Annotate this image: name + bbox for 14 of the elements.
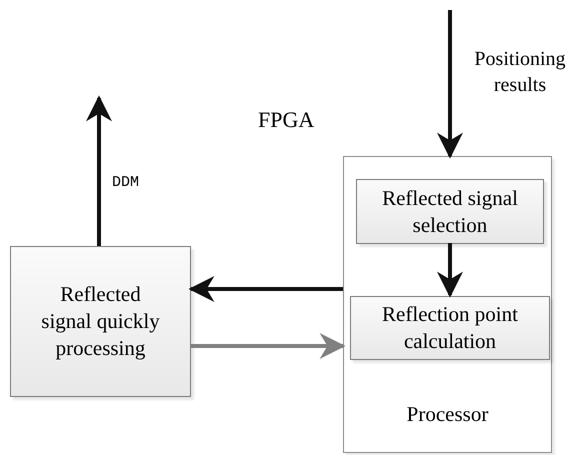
process-box	[10, 246, 191, 397]
chip-label: FPGA	[258, 106, 314, 134]
arrow	[86, 95, 112, 246]
arrow	[191, 333, 346, 359]
box-label: Reflection point calculation	[381, 301, 519, 355]
process-box	[350, 296, 550, 360]
box-label: Processor	[406, 401, 488, 428]
processor-container-box	[343, 156, 552, 453]
process-box	[356, 179, 544, 244]
arrow	[188, 276, 343, 302]
arrow	[437, 243, 463, 298]
box-label: Reflected signal selection	[381, 184, 519, 238]
arrow	[437, 10, 463, 159]
box-label: Reflected signal quickly processing	[40, 281, 161, 362]
